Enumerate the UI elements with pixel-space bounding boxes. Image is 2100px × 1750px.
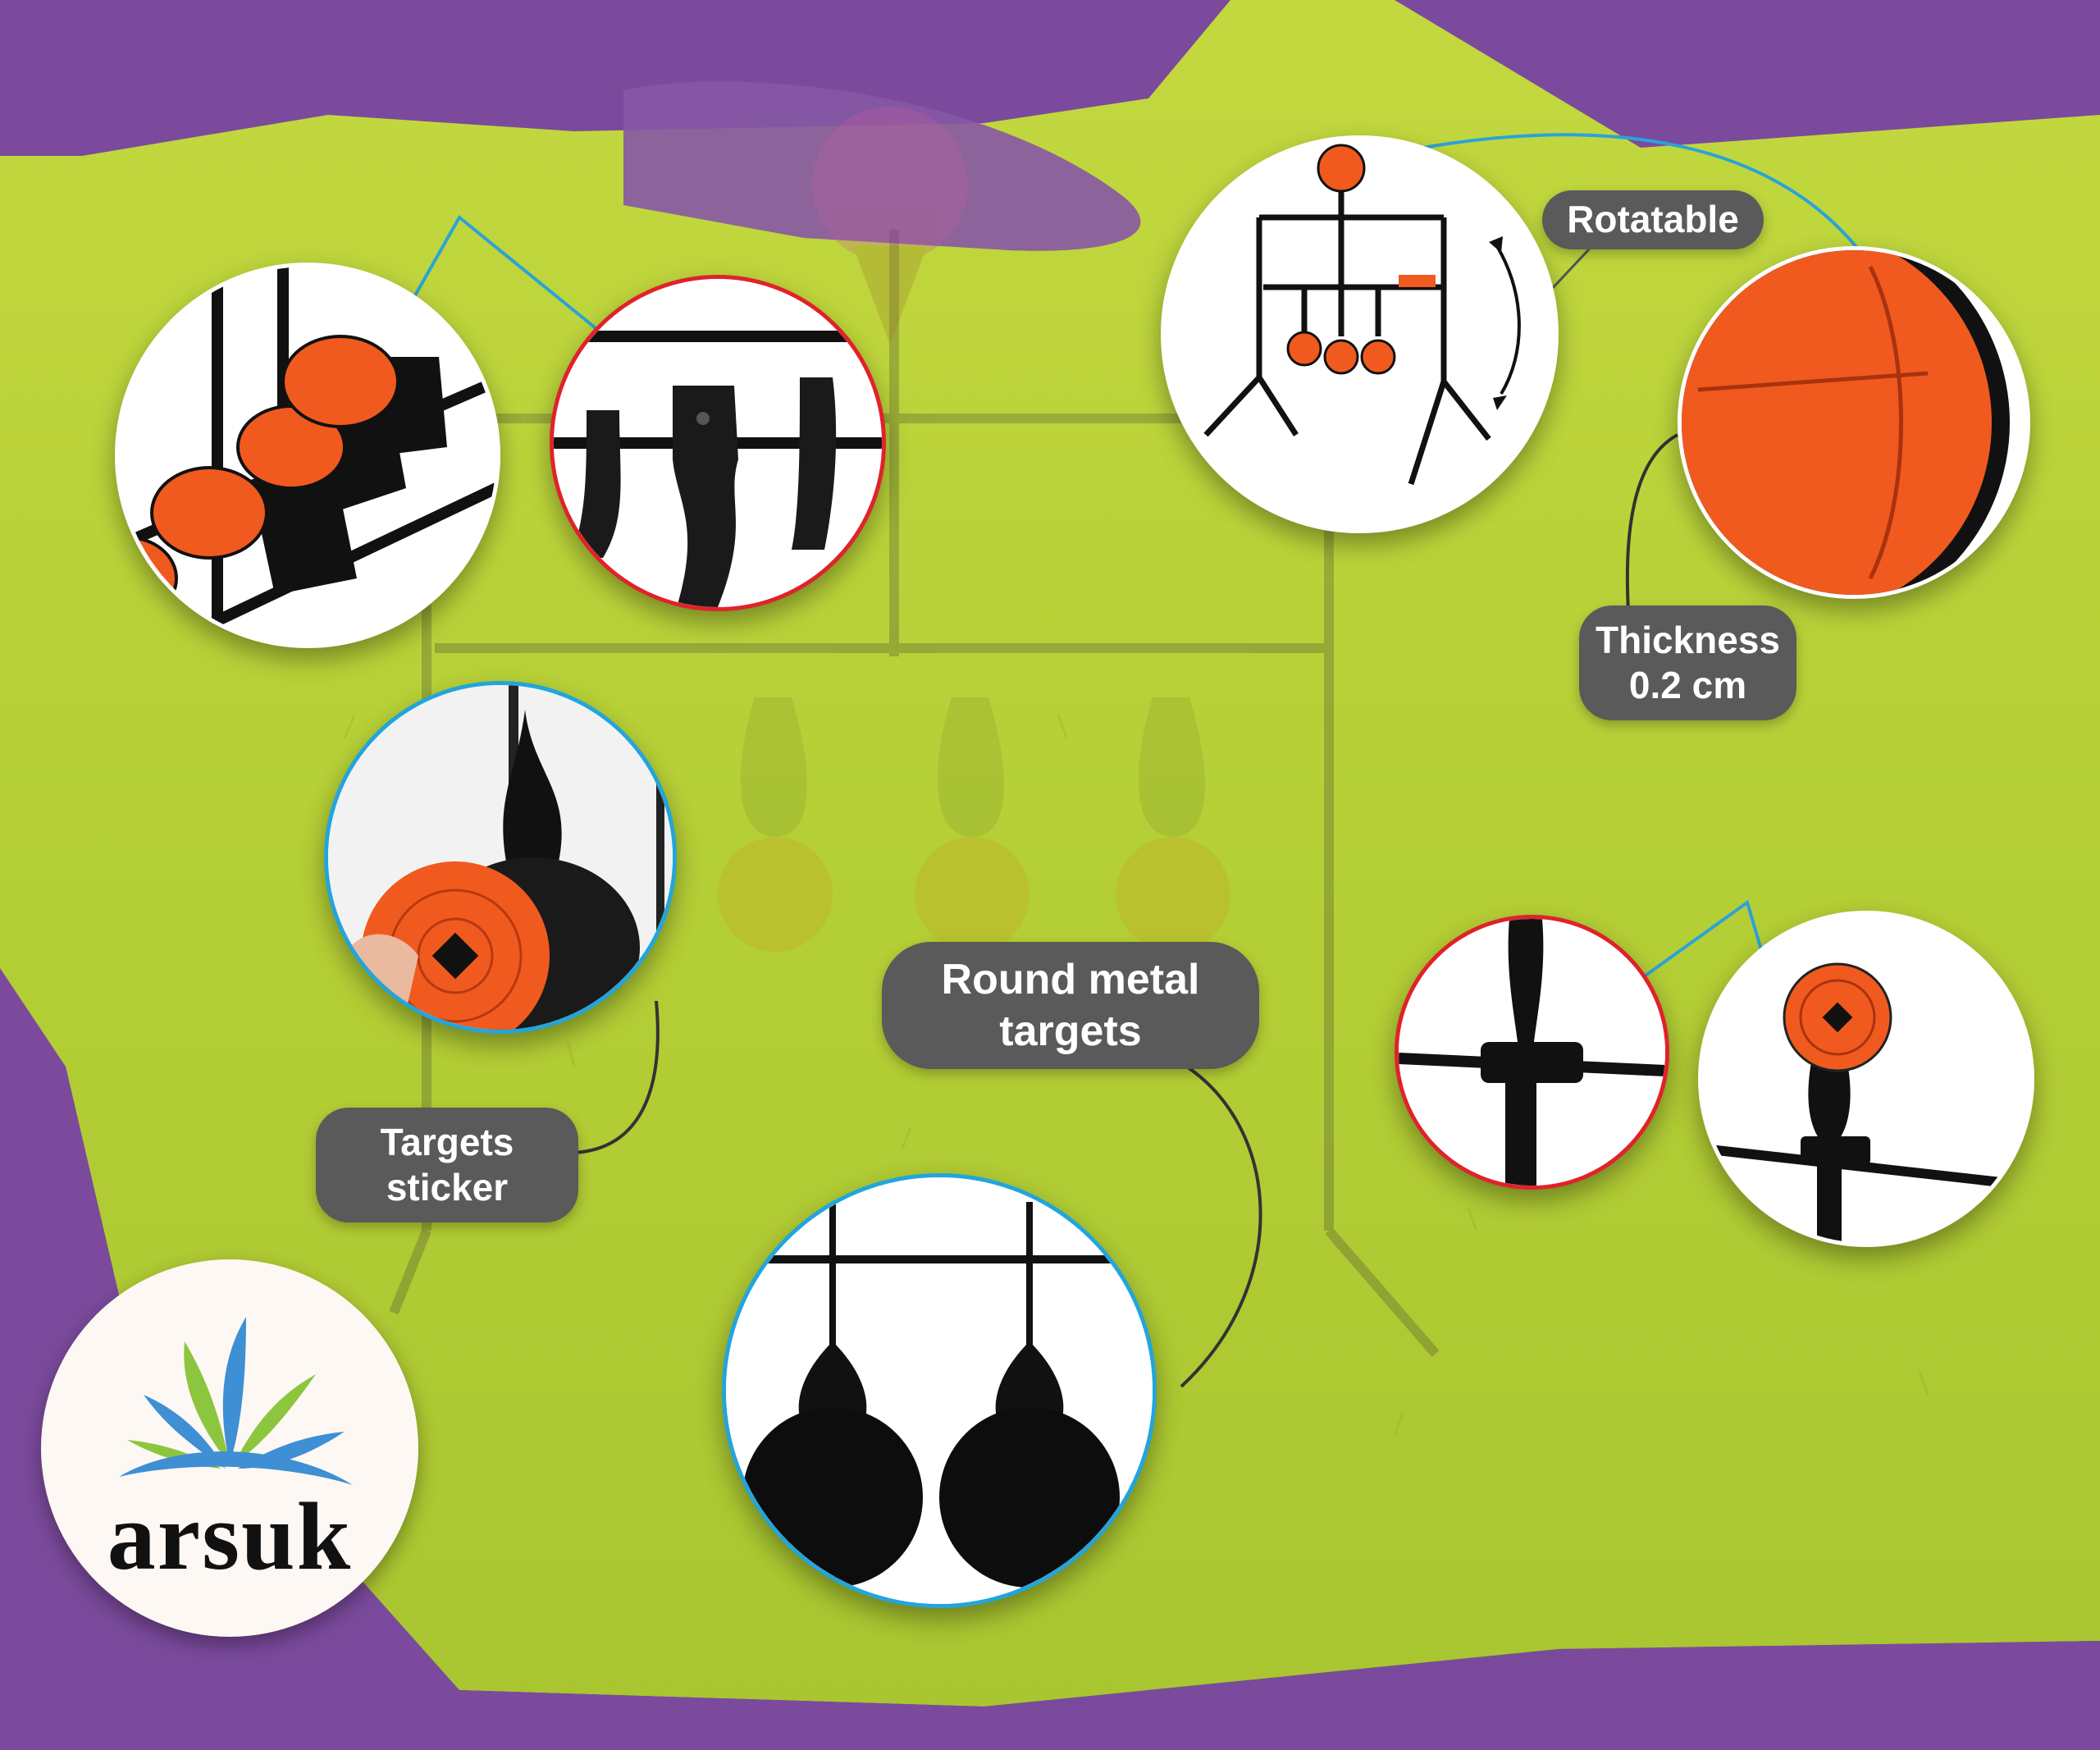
targets-sticker-label: Targets sticker (316, 1108, 578, 1222)
closeup-thickness (1678, 246, 2030, 599)
round-metal-targets-label: Round metal targets (882, 942, 1259, 1069)
rotatable-label-text: Rotatable (1567, 198, 1739, 241)
thickness-label-line1: Thickness (1596, 618, 1780, 661)
round-metal-label-line2: targets (999, 1007, 1142, 1055)
brand-logo-text: arsuk (107, 1483, 353, 1590)
closeup-round-metal-targets (722, 1173, 1157, 1608)
thickness-label: Thickness 0.2 cm (1579, 605, 1796, 720)
brand-logo: arsuk (41, 1259, 418, 1637)
leaf-wave-icon (119, 1317, 353, 1485)
closeup-hinge-joint (1395, 915, 1669, 1190)
round-metal-label-line1: Round metal (941, 956, 1200, 1004)
rotatable-label: Rotatable (1542, 190, 1764, 249)
full-product-view (1161, 135, 1559, 533)
closeup-stacked-targets (115, 263, 500, 648)
closeup-pivot-joint (550, 275, 886, 611)
targets-sticker-label-line1: Targets (380, 1120, 514, 1163)
closeup-target-sticker (324, 681, 677, 1034)
closeup-target-on-post (1698, 911, 2034, 1247)
thickness-label-line2: 0.2 cm (1628, 664, 1747, 706)
targets-sticker-label-line2: sticker (386, 1166, 509, 1209)
